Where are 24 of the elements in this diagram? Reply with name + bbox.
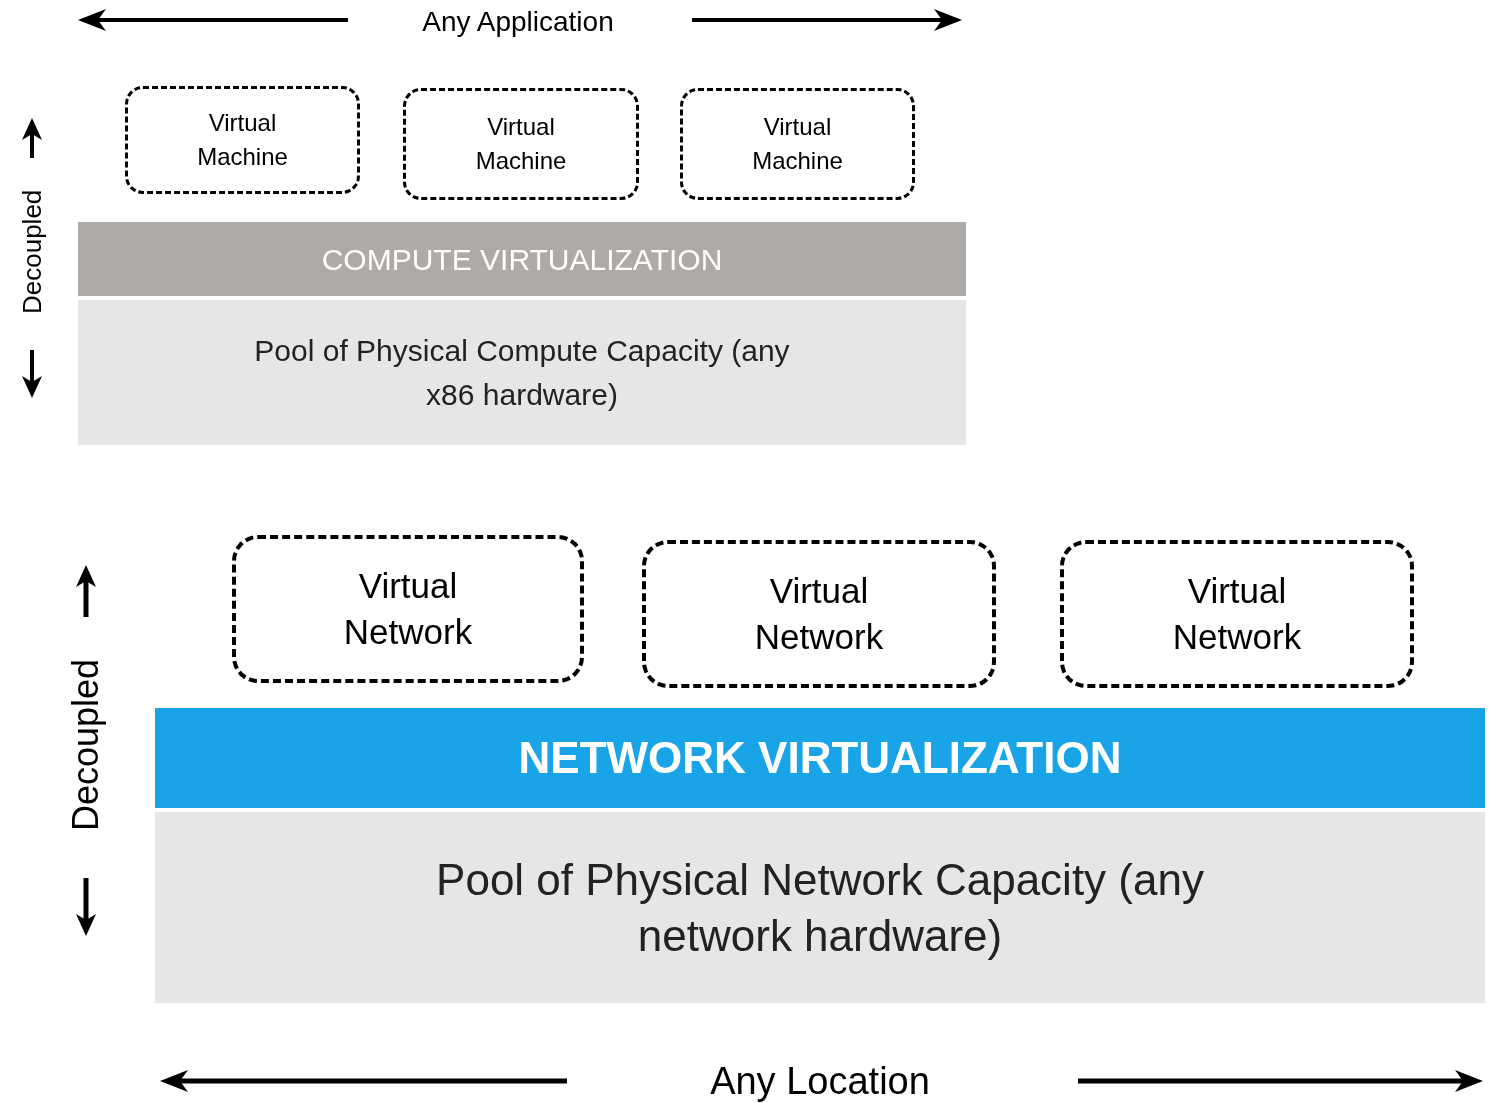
machine-label: Virtual Machine — [474, 112, 568, 176]
machine-label: Virtual Machine — [196, 108, 289, 172]
network-pool-panel — [155, 812, 1485, 1003]
virtual-network-box — [232, 535, 584, 683]
layer-title: COMPUTE VIRTUALIZATION — [321, 241, 723, 278]
virtual-machine-box — [403, 88, 639, 200]
virtual-network-box — [642, 540, 996, 688]
span-label: Any Application — [421, 5, 615, 39]
machine-label: Virtual Machine — [751, 112, 844, 176]
network-label: Virtual Network — [753, 570, 885, 658]
span-label: Any Location — [709, 1059, 931, 1103]
compute-pool-panel — [78, 300, 966, 445]
compute-layer-band — [78, 222, 966, 296]
network-label: Virtual Network — [1171, 570, 1303, 658]
virtual-network-box — [1060, 540, 1414, 688]
axis-label: Decoupled — [16, 188, 48, 317]
pool-description: Pool of Physical Compute Capacity (any x86 hardware) — [253, 332, 791, 413]
axis-label: Decoupled — [64, 657, 107, 834]
virtual-machine-box — [125, 86, 360, 194]
network-layer-band — [155, 708, 1485, 808]
layer-title: NETWORK VIRTUALIZATION — [518, 732, 1122, 784]
network-label: Virtual Network — [342, 565, 474, 653]
virtual-machine-box — [680, 88, 915, 200]
pool-description: Pool of Physical Network Capacity (any network hardware) — [435, 853, 1205, 962]
